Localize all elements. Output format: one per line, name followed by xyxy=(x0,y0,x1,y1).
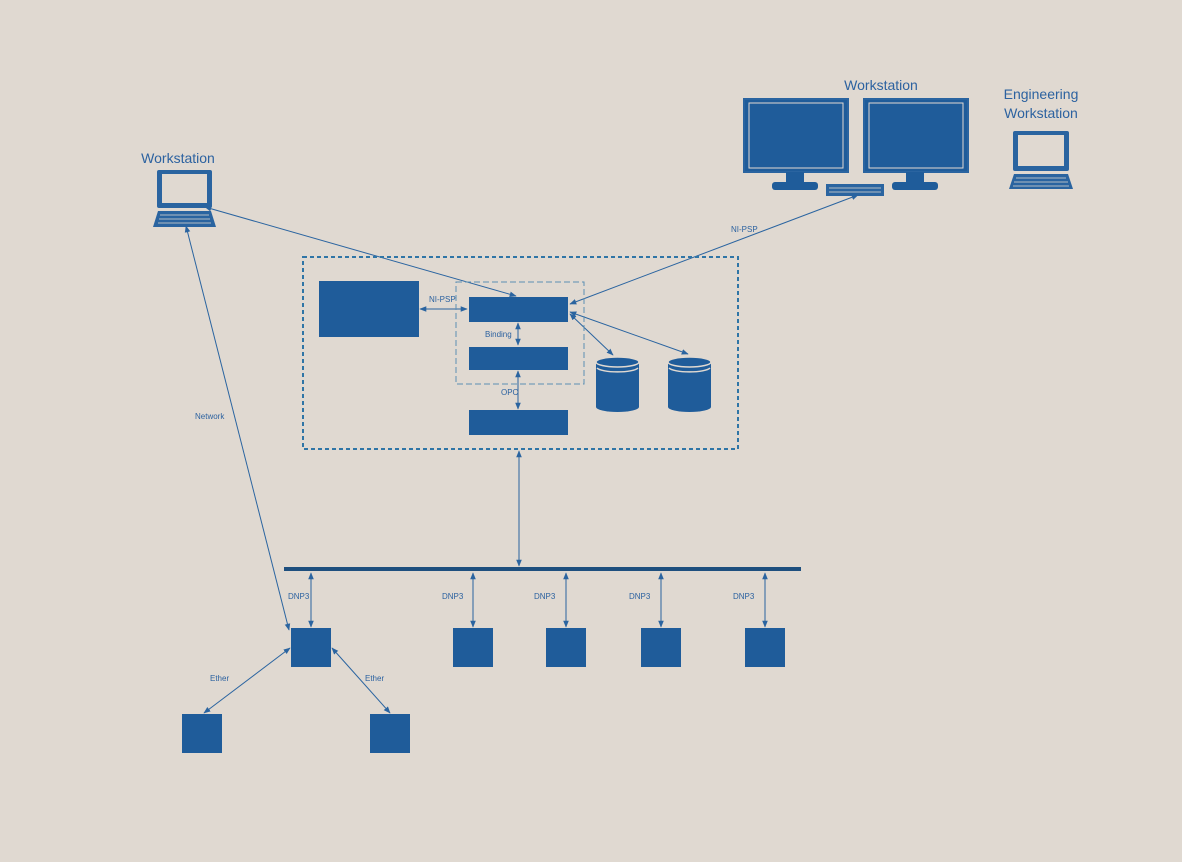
database-icon xyxy=(595,356,640,412)
hmi-panel-block xyxy=(319,281,419,337)
dnp3-label: DNP3 xyxy=(534,592,556,601)
dnp3-label: DNP3 xyxy=(288,592,310,601)
opc-label: OPC xyxy=(501,388,519,397)
engineering-workstation-label-line1: Engineering xyxy=(1004,86,1079,102)
dnp3-label: DNP3 xyxy=(733,592,755,601)
engineering-workstation-label-line2: Workstation xyxy=(1004,105,1078,121)
binding-label: Binding xyxy=(485,330,512,339)
dnp3-label: DNP3 xyxy=(629,592,651,601)
ethernet-device xyxy=(182,714,222,753)
rtu-device xyxy=(641,628,681,667)
ether-left-label: Ether xyxy=(210,674,229,683)
network-label: Network xyxy=(195,412,225,421)
rtu-device xyxy=(291,628,331,667)
laptop-icon xyxy=(1009,131,1073,189)
ethernet-device xyxy=(370,714,410,753)
link-ether-right xyxy=(331,647,391,714)
link-workstation-to-server xyxy=(204,206,517,297)
nipsp-top-label: NI-PSP xyxy=(731,225,758,234)
workstation-right-label: Workstation xyxy=(844,77,918,93)
workstation-left-label: Workstation xyxy=(141,150,215,166)
server-boundary xyxy=(302,256,739,450)
engine-block xyxy=(469,347,568,370)
nipsp-inner-label: NI-PSP xyxy=(429,295,456,304)
rtu-device xyxy=(546,628,586,667)
ether-right-label: Ether xyxy=(365,674,384,683)
fieldbus-line xyxy=(284,567,801,571)
dnp3-label: DNP3 xyxy=(442,592,464,601)
link-dual-workstation-to-server xyxy=(569,194,859,305)
opc-server-block xyxy=(469,410,568,435)
laptop-icon xyxy=(153,170,216,227)
rtu-device xyxy=(745,628,785,667)
link-ether-left xyxy=(203,647,291,714)
dual-monitor-icon xyxy=(743,98,969,196)
rtu-device xyxy=(453,628,493,667)
link-db2 xyxy=(569,311,689,355)
database-icon xyxy=(667,356,712,412)
link-network xyxy=(184,225,291,631)
application-boundary xyxy=(455,281,585,385)
application-block xyxy=(469,297,568,322)
